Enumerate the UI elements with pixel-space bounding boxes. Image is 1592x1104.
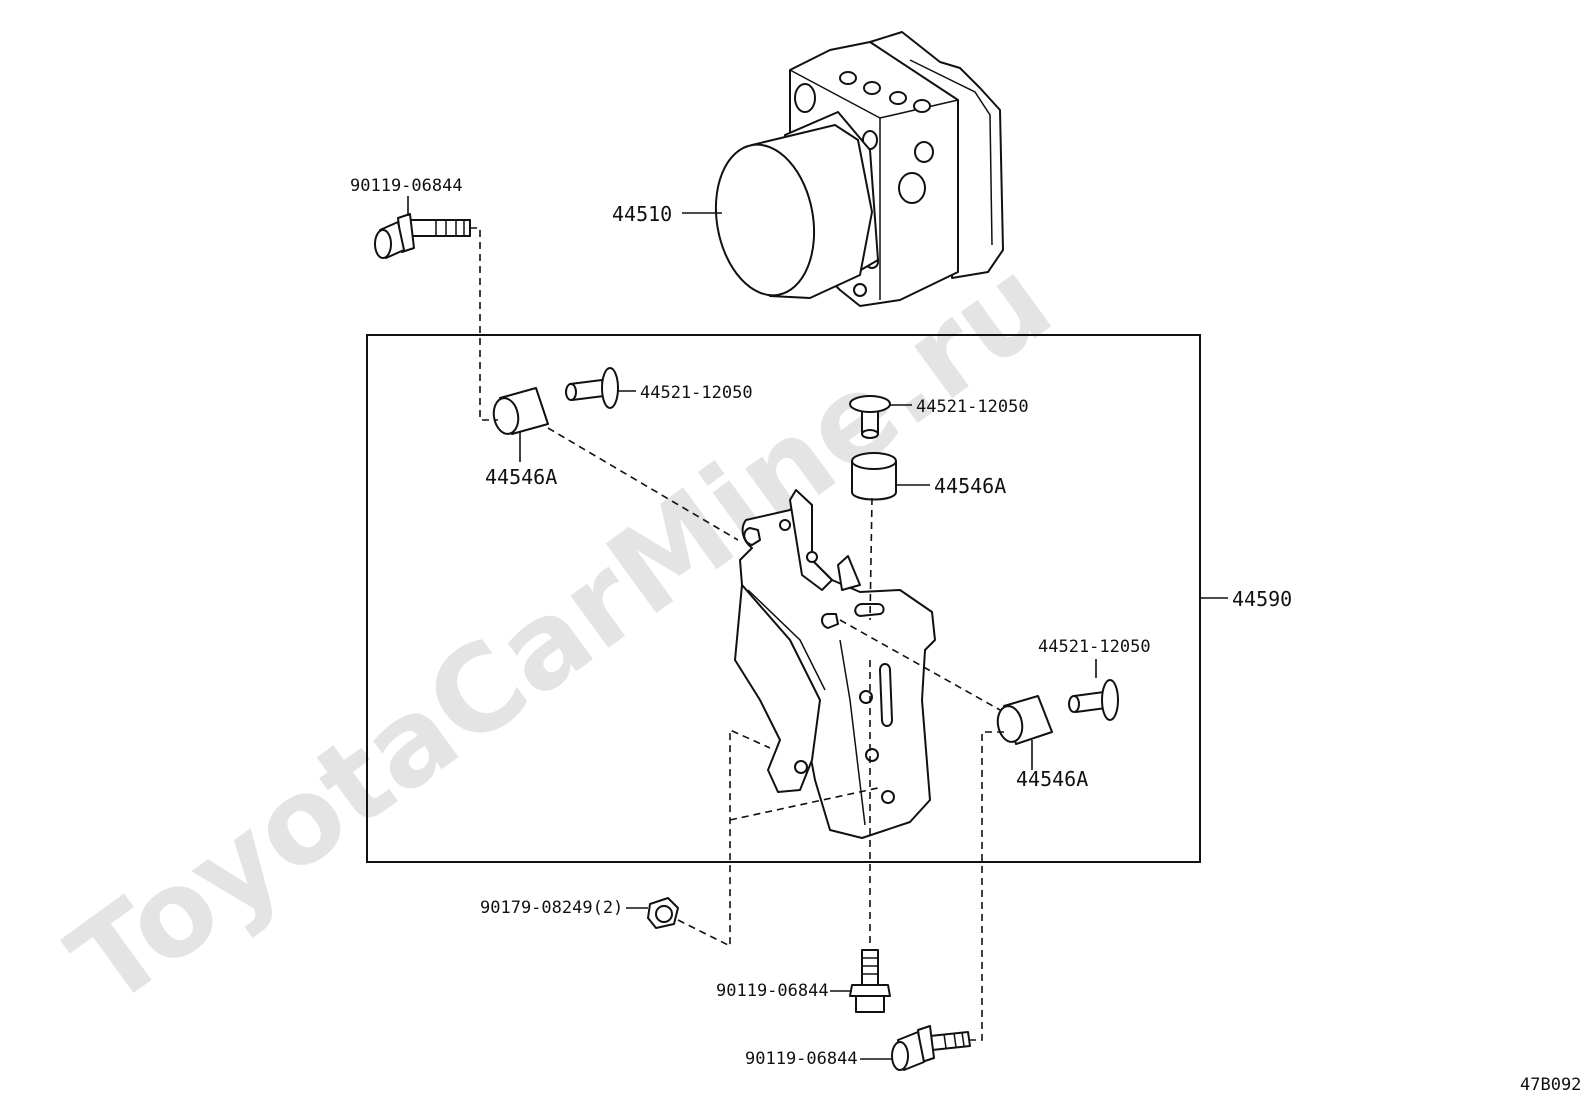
collar-right[interactable]	[1068, 679, 1119, 721]
cushion-right[interactable]	[995, 695, 1053, 745]
nut[interactable]	[647, 897, 679, 929]
label-cushion-left[interactable]: 44546A	[485, 465, 557, 489]
label-collar-top-left[interactable]: 44521-12050	[640, 383, 753, 403]
label-collar-top-center[interactable]: 44521-12050	[916, 397, 1029, 417]
bolt-bottom-right[interactable]	[891, 1025, 971, 1071]
label-bolt-bottom-center[interactable]: 90119-06844	[716, 981, 829, 1001]
collar-top-left[interactable]	[565, 367, 619, 409]
label-nut[interactable]: 90179-08249(2)	[480, 898, 623, 918]
collar-top-center[interactable]	[849, 395, 891, 439]
label-collar-right[interactable]: 44521-12050	[1038, 637, 1151, 657]
bolt-bottom-center[interactable]	[849, 949, 891, 1013]
bolt-top-left[interactable]	[374, 213, 471, 259]
label-cushion-right[interactable]: 44546A	[1016, 767, 1088, 791]
assembly-guide-lines	[470, 227, 1004, 1041]
label-44590[interactable]: 44590	[1232, 587, 1292, 611]
cushion-left[interactable]	[491, 387, 549, 436]
abs-actuator[interactable]	[705, 31, 1004, 307]
label-44510[interactable]: 44510	[612, 202, 672, 226]
cushion-center[interactable]	[851, 452, 897, 501]
actuator-bracket[interactable]	[734, 489, 936, 839]
diagram-code: 47B092	[1520, 1075, 1581, 1095]
label-bolt-top-left[interactable]: 90119-06844	[350, 176, 463, 196]
label-bolt-bottom-right[interactable]: 90119-06844	[745, 1049, 858, 1069]
label-cushion-center[interactable]: 44546A	[934, 474, 1006, 498]
